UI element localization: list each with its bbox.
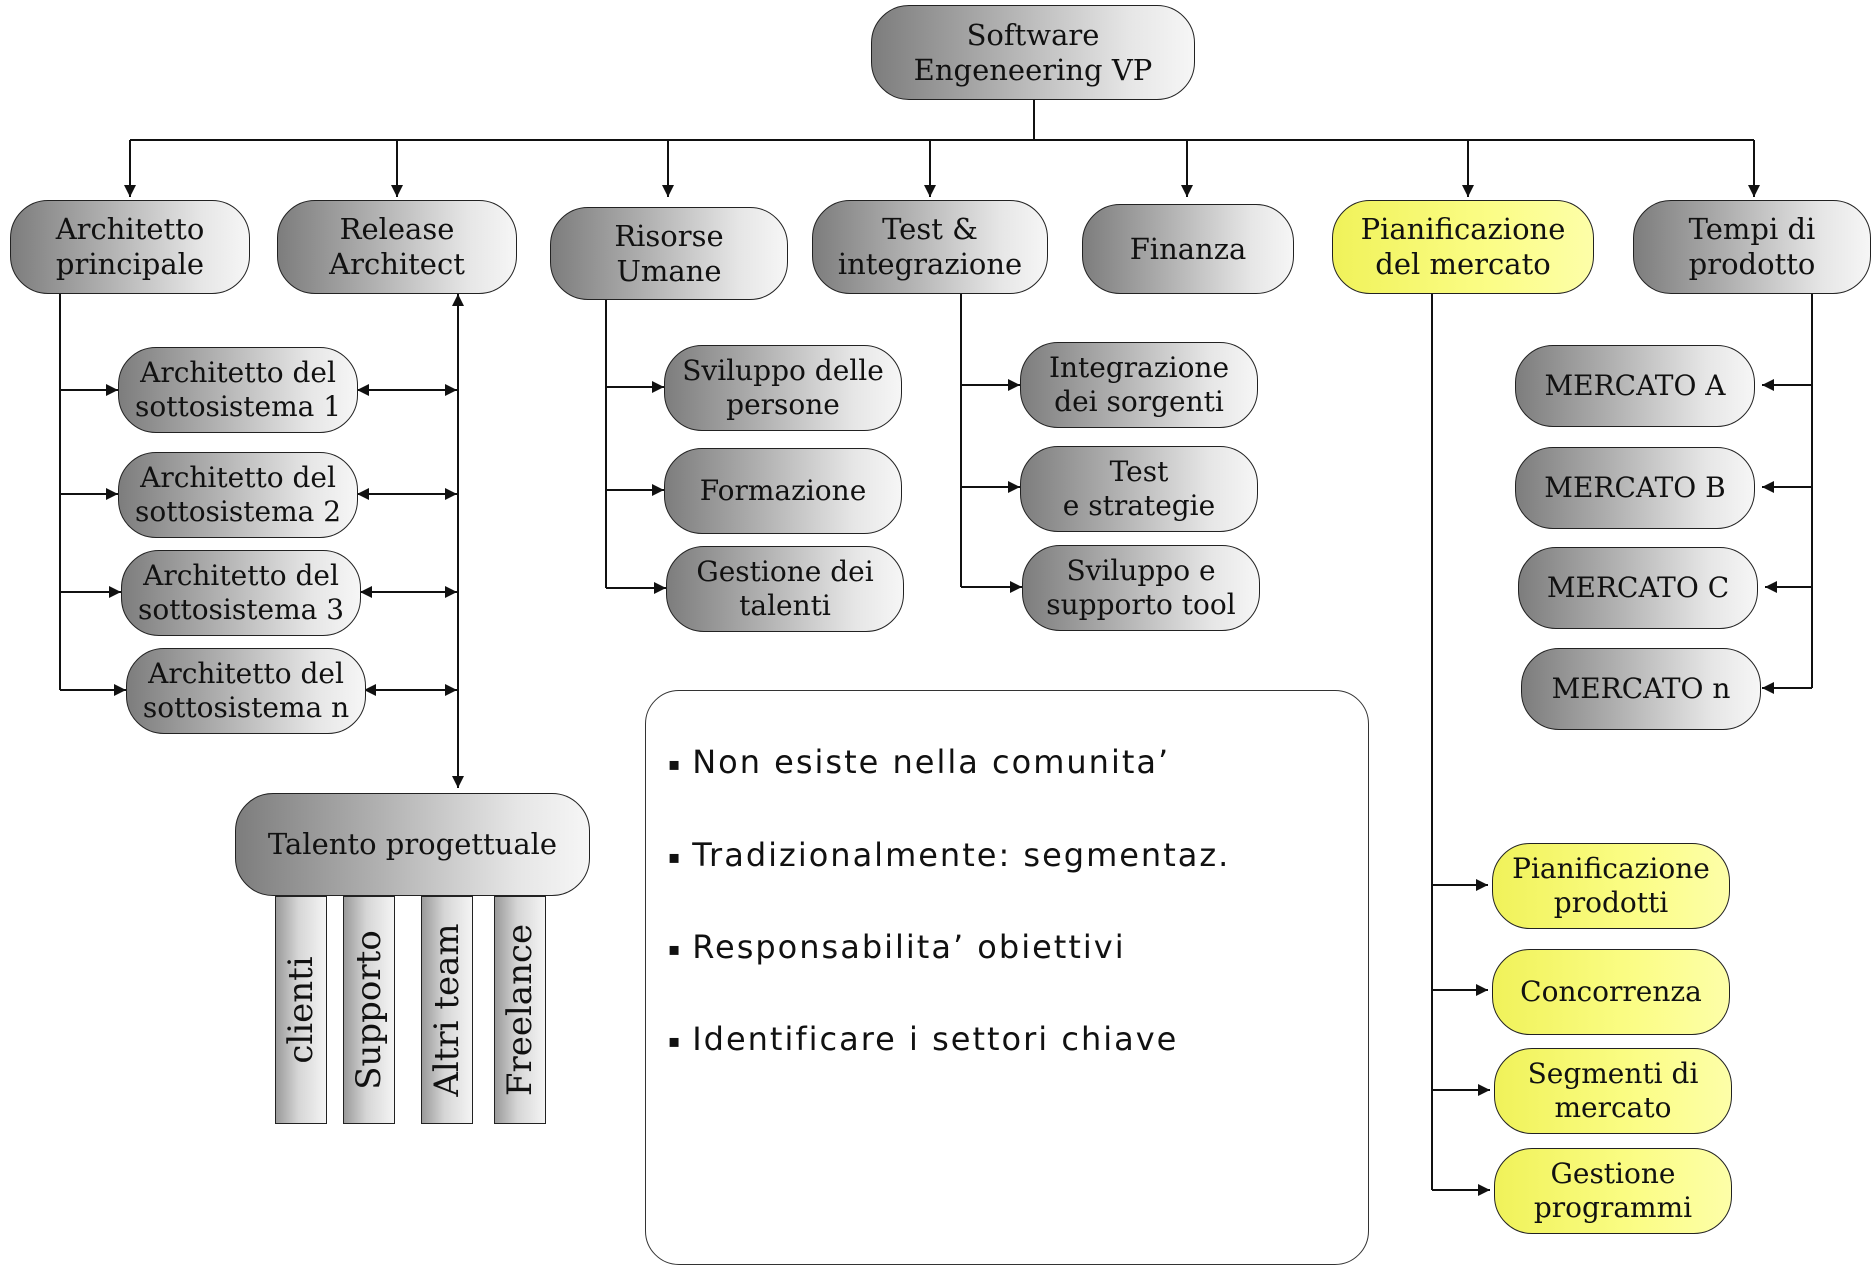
pillar-label: Altri team	[427, 923, 467, 1097]
pillar-supporto: Supporto	[343, 896, 395, 1124]
node-mercato-c: MERCATO C	[1518, 547, 1758, 629]
node-architetto-sottosistema-1: Architetto del sottosistema 1	[118, 347, 358, 433]
note-item: Tradizionalmente: segmentaz.	[668, 836, 1230, 874]
node-integrazione-dei-sorgenti: Integrazione dei sorgenti	[1020, 342, 1258, 428]
node-architetto-sottosistema-2: Architetto del sottosistema 2	[118, 452, 358, 538]
node-segmenti-di-mercato: Segmenti di mercato	[1494, 1048, 1732, 1134]
note-item: Identificare i settori chiave	[668, 1020, 1178, 1058]
node-sviluppo-e-supporto-tool: Sviluppo e supporto tool	[1022, 545, 1260, 631]
node-mercato-a: MERCATO A	[1515, 345, 1755, 427]
node-tempi-di-prodotto: Tempi di prodotto	[1633, 200, 1871, 294]
node-concorrenza: Concorrenza	[1492, 949, 1730, 1035]
node-pianificazione-del-mercato: Pianificazione del mercato	[1332, 200, 1594, 294]
note-item: Responsabilita’ obiettivi	[668, 928, 1126, 966]
node-sviluppo-delle-persone: Sviluppo delle persone	[664, 345, 902, 431]
node-risorse-umane: Risorse Umane	[550, 207, 788, 300]
node-talento-progettuale: Talento progettuale	[235, 793, 590, 896]
node-mercato-b: MERCATO B	[1515, 447, 1755, 529]
node-architetto-principale: Architetto principale	[10, 200, 250, 294]
root-node-software-engineering-vp: Software Engeneering VP	[871, 5, 1195, 100]
node-pianificazione-prodotti: Pianificazione prodotti	[1492, 843, 1730, 929]
node-gestione-programmi: Gestione programmi	[1494, 1148, 1732, 1234]
node-finanza: Finanza	[1082, 204, 1294, 294]
pillar-label: Supporto	[349, 930, 389, 1090]
node-formazione: Formazione	[664, 448, 902, 534]
node-mercato-n: MERCATO n	[1521, 648, 1761, 730]
node-architetto-sottosistema-n: Architetto del sottosistema n	[126, 648, 366, 734]
pillar-altri-team: Altri team	[421, 896, 473, 1124]
node-test-integrazione: Test & integrazione	[812, 200, 1048, 294]
node-gestione-dei-talenti: Gestione dei talenti	[666, 546, 904, 632]
notes-panel: Non esiste nella comunita’ Tradizionalme…	[645, 690, 1369, 1265]
pillar-clienti: clienti	[275, 896, 327, 1124]
note-item: Non esiste nella comunita’	[668, 743, 1170, 781]
pillar-label: Freelance	[500, 923, 540, 1097]
pillar-label: clienti	[281, 956, 321, 1064]
pillar-freelance: Freelance	[494, 896, 546, 1124]
node-test-e-strategie: Test e strategie	[1020, 446, 1258, 532]
node-architetto-sottosistema-3: Architetto del sottosistema 3	[121, 550, 361, 636]
node-release-architect: Release Architect	[277, 200, 517, 294]
